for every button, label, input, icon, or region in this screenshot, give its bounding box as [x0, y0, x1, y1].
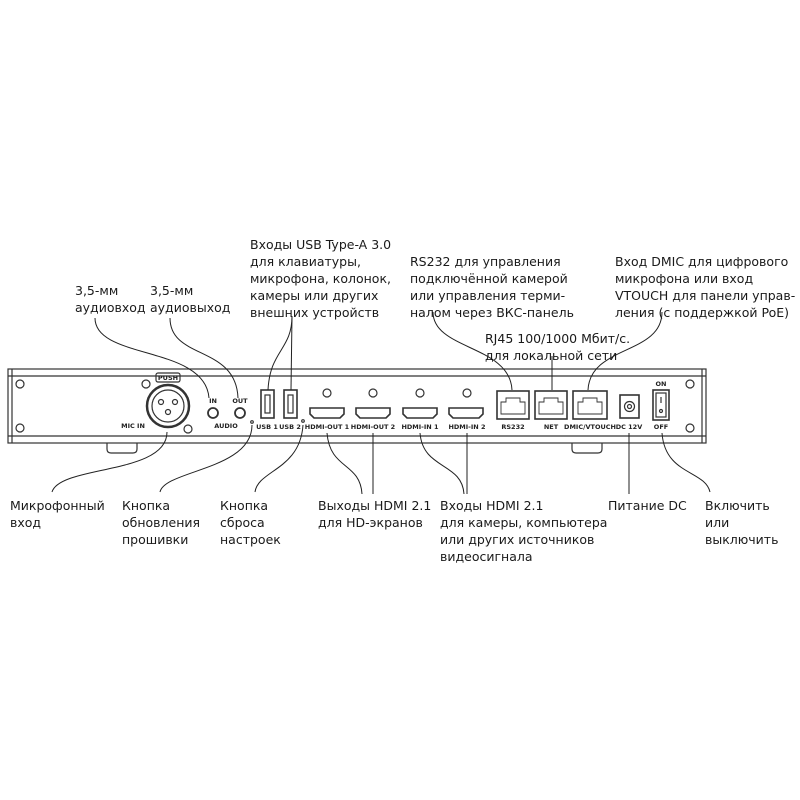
hdmi-out1-label: HDMI-OUT 1 — [305, 423, 350, 431]
callout-firmware: Кнопка обновления прошивки — [122, 498, 201, 547]
callout-power: Включить или выключить — [705, 498, 779, 547]
hdmi-out2-label: HDMI-OUT 2 — [351, 423, 395, 431]
callout-hdmi-out: Выходы HDMI 2.1 для HD-экранов — [318, 498, 432, 530]
dmic-label: DMIC/VTOUCH — [564, 423, 616, 431]
foot-left — [106, 443, 138, 454]
hdmi-in1-label: HDMI-IN 1 — [401, 423, 439, 431]
callout-dmic: Вход DMIC для цифрового микрофона или вх… — [615, 254, 796, 320]
dc-label: DC 12V — [616, 423, 643, 431]
firmware-button — [250, 420, 254, 424]
callout-reset: Кнопка сброса настроек — [220, 498, 281, 547]
hdmi-in2-port — [448, 407, 484, 419]
hdmi-out1-port — [309, 407, 345, 419]
callout-rs232: RS232 для управления подключённой камеро… — [410, 254, 574, 320]
xlr-mic-connector — [145, 372, 191, 429]
audio-in-jack — [207, 407, 219, 419]
net-label: NET — [544, 423, 559, 431]
usb1-label: USB 1 — [256, 423, 278, 431]
out-label: OUT — [232, 397, 248, 405]
off-label: OFF — [654, 423, 668, 431]
usb1-port — [260, 389, 275, 419]
rs232-port — [496, 390, 530, 420]
callout-audio-out: 3,5-мм аудиовыход — [150, 283, 231, 315]
dc-power-jack — [619, 394, 640, 419]
on-label: ON — [656, 380, 667, 388]
foot-right — [571, 443, 603, 454]
callout-usb: Входы USB Type-A 3.0 для клавиатуры, мик… — [250, 237, 392, 320]
hdmi-in2-label: HDMI-IN 2 — [448, 423, 485, 431]
callout-hdmi-in: Входы HDMI 2.1 для камеры, компьютера ил… — [440, 498, 608, 564]
dmic-vtouch-port — [572, 390, 608, 420]
callout-audio-in: 3,5-мм аудиовход — [75, 283, 146, 315]
leader-lines — [51, 311, 711, 495]
screw-icons — [15, 379, 695, 434]
callout-mic: Микрофонный вход — [10, 498, 105, 530]
audio-label: AUDIO — [214, 422, 238, 430]
mic-in-label: MIC IN — [121, 422, 145, 430]
chassis-outline — [7, 368, 707, 444]
in-label: IN — [209, 397, 217, 405]
power-switch — [652, 389, 670, 421]
hdmi-in1-port — [402, 407, 438, 419]
usb2-label: USB 2 — [279, 423, 301, 431]
audio-out-jack — [234, 407, 246, 419]
hdmi-out2-port — [355, 407, 391, 419]
reset-button — [301, 419, 305, 423]
net-port — [534, 390, 568, 420]
push-label: PUSH — [158, 374, 178, 382]
usb2-port — [283, 389, 298, 419]
rs232-label: RS232 — [501, 423, 524, 431]
callout-rj45: RJ45 100/1000 Мбит/с. для локальной сети — [485, 331, 631, 363]
callout-dc: Питание DC — [608, 498, 687, 513]
